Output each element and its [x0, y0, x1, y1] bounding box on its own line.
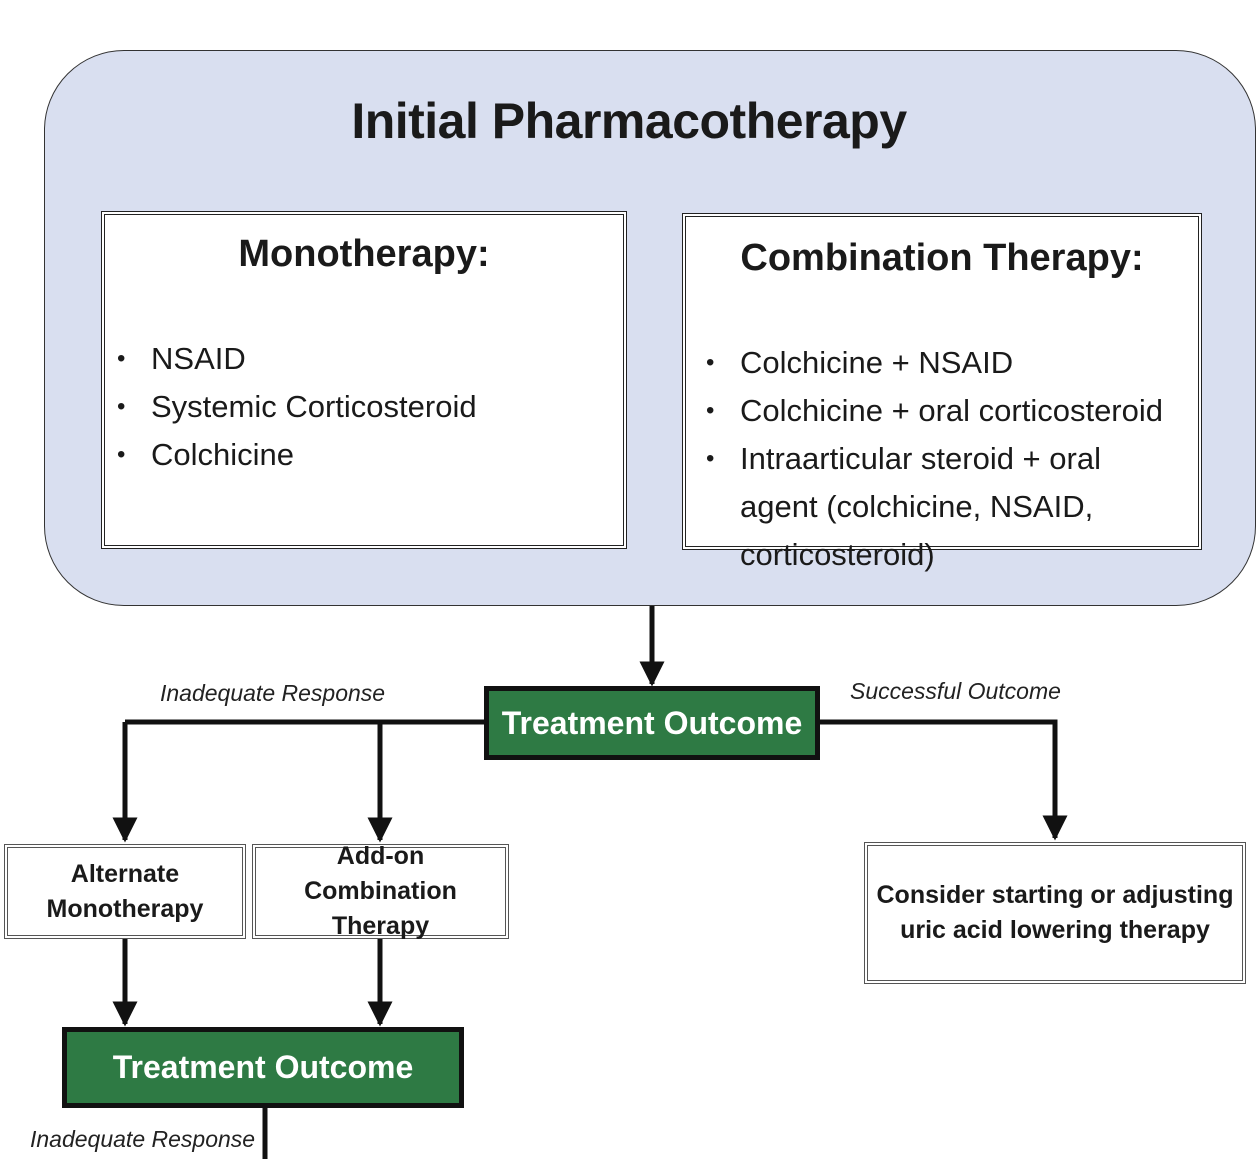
- alternate-monotherapy-box: Alternate Monotherapy: [4, 844, 246, 939]
- monotherapy-box: Monotherapy: NSAID Systemic Corticostero…: [101, 211, 627, 549]
- list-item: Colchicine: [117, 431, 477, 479]
- uric-acid-therapy-box: Consider starting or adjusting uric acid…: [864, 842, 1246, 984]
- treatment-outcome-box-2: Treatment Outcome: [62, 1027, 464, 1108]
- combination-therapy-box: Combination Therapy: Colchicine + NSAID …: [682, 213, 1202, 572]
- list-item: Systemic Corticosteroid: [117, 383, 477, 431]
- combination-therapy-title: Combination Therapy:: [740, 237, 1144, 279]
- alternate-line-2: Monotherapy: [46, 894, 204, 923]
- uric-line-2: uric acid lowering therapy: [900, 916, 1210, 944]
- main-title: Initial Pharmacotherapy: [351, 93, 907, 149]
- addon-combination-therapy-box: Add-on Combination Therapy: [252, 842, 509, 940]
- list-item: NSAID: [117, 335, 477, 383]
- treatment-outcome-label: Treatment Outcome: [501, 704, 803, 741]
- inadequate-response-label: Inadequate Response: [160, 680, 386, 706]
- treatment-outcome-label-2: Treatment Outcome: [112, 1049, 414, 1085]
- inadequate-response-label-2: Inadequate Response: [30, 1126, 256, 1152]
- successful-outcome-label: Successful Outcome: [850, 678, 1061, 704]
- list-item: Colchicine + oral corticosteroid: [706, 387, 1186, 435]
- uric-line-1: Consider starting or adjusting: [876, 881, 1234, 909]
- monotherapy-title: Monotherapy:: [238, 233, 490, 275]
- list-item: Intraarticular steroid + oral agent (col…: [706, 435, 1186, 579]
- list-item: Colchicine + NSAID: [706, 339, 1186, 387]
- addon-line-1: Add-on: [336, 842, 425, 870]
- arrow-to-uric-acid: [818, 719, 1068, 841]
- combination-therapy-list: Colchicine + NSAID Colchicine + oral cor…: [706, 339, 1186, 579]
- monotherapy-list: NSAID Systemic Corticosteroid Colchicine: [117, 335, 477, 479]
- treatment-outcome-box: Treatment Outcome: [484, 686, 820, 760]
- addon-line-2: Combination Therapy: [304, 877, 457, 940]
- alternate-line-1: Alternate: [70, 859, 180, 888]
